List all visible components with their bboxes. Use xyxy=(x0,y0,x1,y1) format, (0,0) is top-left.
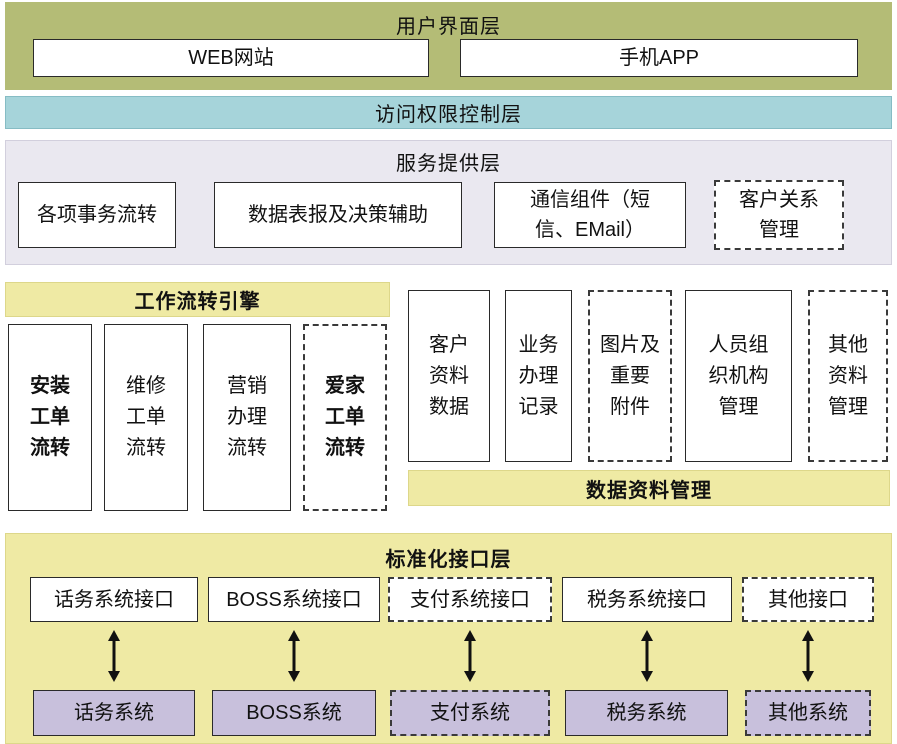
system-box-telephony: 话务系统 xyxy=(33,690,195,736)
workflow-item-repair: 维修 工单 流转 xyxy=(104,324,188,511)
system-box-payment: 支付系统 xyxy=(390,690,550,736)
interface-layer-title: 标准化接口层 xyxy=(385,549,512,571)
workflow-engine-header: 工作流转引擎 xyxy=(5,282,390,317)
system-box-other: 其他系统 xyxy=(745,690,871,736)
web-site-box: WEB网站 xyxy=(33,39,429,77)
data-item-customer: 客户 资料 数据 xyxy=(408,290,490,462)
ui-layer-title: 用户界面层 xyxy=(396,16,501,38)
data-item-org: 人员组 织机构 管理 xyxy=(685,290,792,462)
bidirectional-arrow-icon xyxy=(641,630,653,682)
access-control-title: 访问权限控制层 xyxy=(375,104,522,126)
data-item-attachments: 图片及 重要 附件 xyxy=(588,290,672,462)
service-item-crm: 客户关系 管理 xyxy=(714,180,844,250)
bidirectional-arrow-icon xyxy=(464,630,476,682)
data-item-other: 其他 资料 管理 xyxy=(808,290,888,462)
bidirectional-arrow-icon xyxy=(802,630,814,682)
service-item-communication: 通信组件（短 信、EMail） xyxy=(494,182,686,248)
service-item-reports: 数据表报及决策辅助 xyxy=(214,182,462,248)
workflow-item-marketing: 营销 办理 流转 xyxy=(203,324,291,511)
interface-item-boss: BOSS系统接口 xyxy=(208,577,380,622)
service-item-transactions: 各项事务流转 xyxy=(18,182,176,248)
bidirectional-arrow-icon xyxy=(108,630,120,682)
workflow-item-install: 安装 工单 流转 xyxy=(8,324,92,511)
bidirectional-arrow-icon xyxy=(288,630,300,682)
interface-item-telephony: 话务系统接口 xyxy=(30,577,198,622)
mobile-app-box: 手机APP xyxy=(460,39,858,77)
access-control-bar: 访问权限控制层 xyxy=(5,96,892,129)
interface-item-payment: 支付系统接口 xyxy=(388,577,552,622)
service-layer-title: 服务提供层 xyxy=(396,153,501,175)
interface-item-tax: 税务系统接口 xyxy=(562,577,732,622)
system-box-tax: 税务系统 xyxy=(565,690,728,736)
workflow-item-aijia: 爱家 工单 流转 xyxy=(303,324,387,511)
system-box-boss: BOSS系统 xyxy=(212,690,376,736)
interface-item-other: 其他接口 xyxy=(742,577,874,622)
data-management-bar: 数据资料管理 xyxy=(408,470,890,506)
data-item-business: 业务 办理 记录 xyxy=(505,290,572,462)
